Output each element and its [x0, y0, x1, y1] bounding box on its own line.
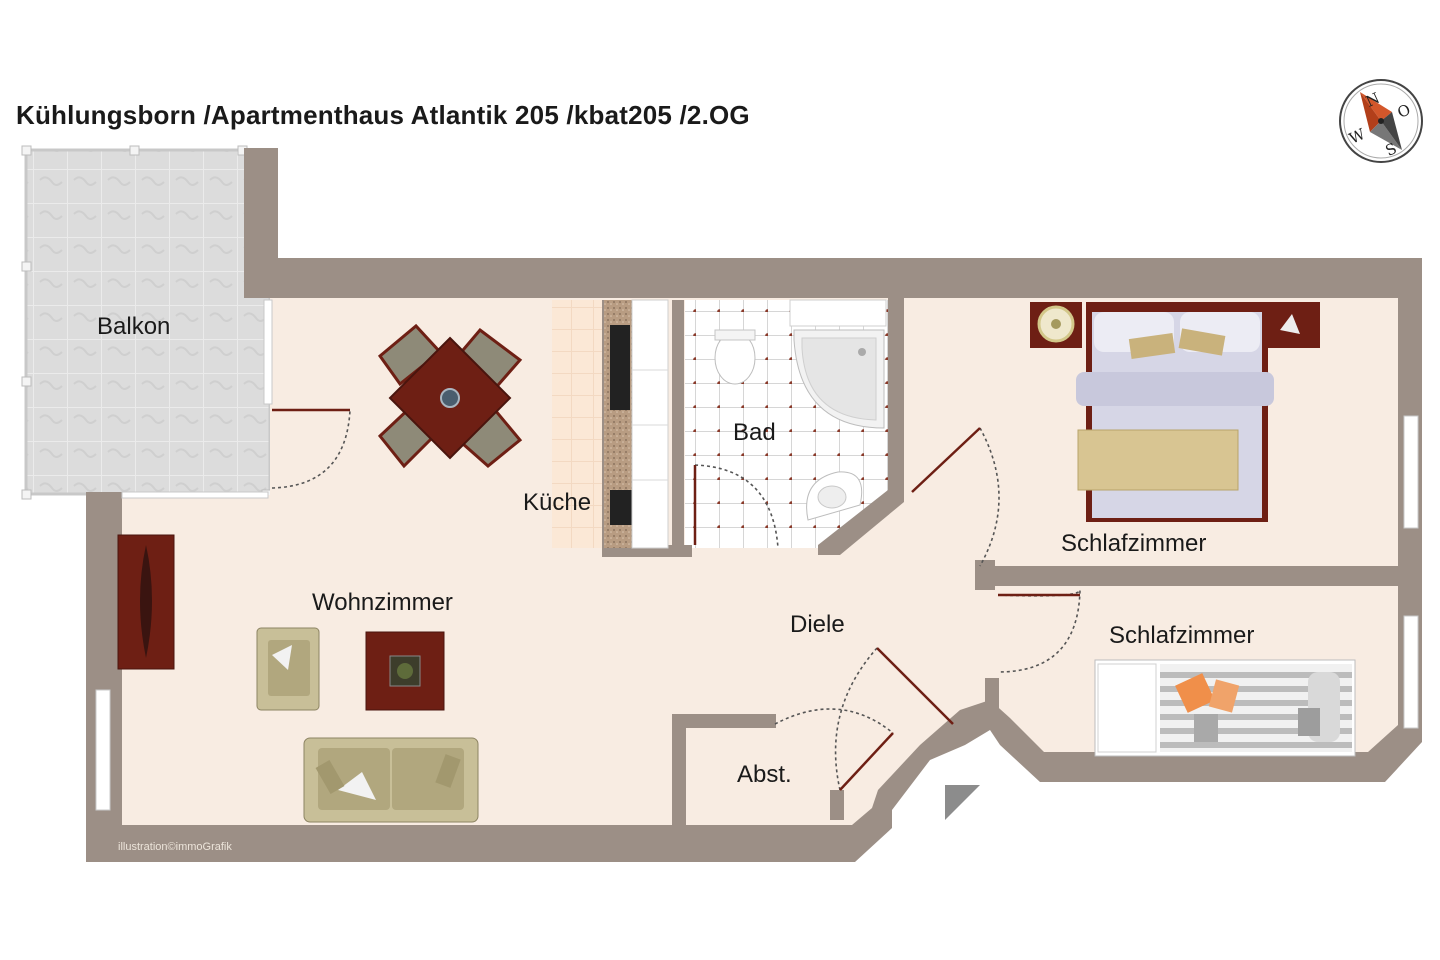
- kitchen-counter: [604, 299, 669, 549]
- double-bed: [1030, 302, 1320, 522]
- sink-icon: [610, 325, 630, 410]
- balcony-floor: [26, 150, 270, 494]
- room-label-kueche: Küche: [523, 489, 591, 516]
- daybed: [1094, 659, 1356, 757]
- dining-table: [377, 323, 523, 469]
- living-room-furniture: [117, 534, 479, 823]
- credit-text: illustration©immoGrafik: [118, 841, 232, 853]
- room-label-balkon: Balkon: [97, 313, 170, 340]
- balcony: [21, 145, 272, 500]
- compass-icon: N O S W: [1339, 79, 1423, 163]
- stove-icon: [610, 490, 632, 525]
- room-label-schlafzimmer-2: Schlafzimmer: [1109, 622, 1254, 649]
- windows: [95, 299, 1419, 811]
- walls: [86, 148, 1422, 862]
- door-swings: [271, 409, 1081, 791]
- door-leaves: [272, 408, 1080, 791]
- room-label-diele: Diele: [790, 611, 845, 638]
- room-label-abst: Abst.: [737, 761, 792, 788]
- entrance-arrow-icon: [945, 785, 980, 820]
- bathroom-fixtures: [714, 299, 887, 521]
- room-label-wohnzimmer: Wohnzimmer: [312, 589, 453, 616]
- room-label-bad: Bad: [733, 419, 776, 446]
- room-label-schlafzimmer-1: Schlafzimmer: [1061, 530, 1206, 557]
- plan-title: Kühlungsborn /Apartmenthaus Atlantik 205…: [16, 100, 750, 130]
- kitchen-tile-floor: [552, 300, 602, 548]
